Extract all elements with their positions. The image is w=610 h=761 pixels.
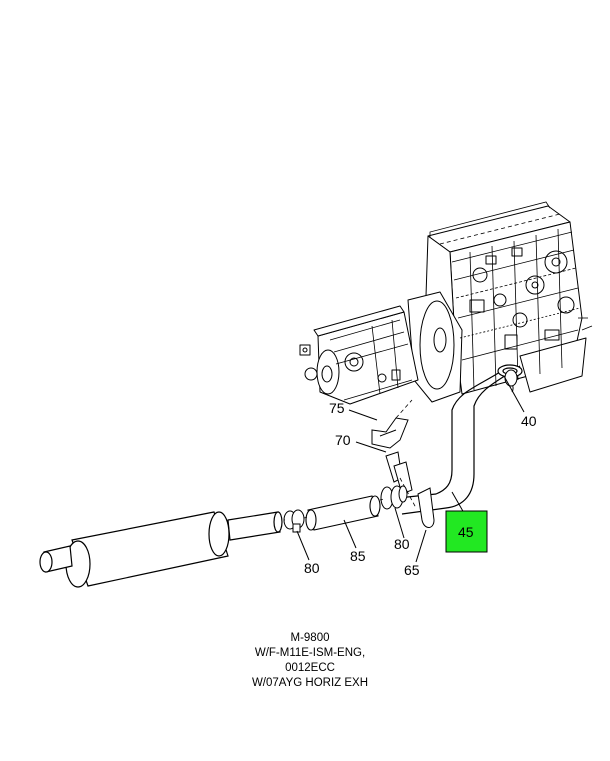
caption-line-1: M-9800: [290, 632, 330, 644]
leader-80-left: [296, 530, 310, 561]
muffler: [39, 511, 283, 588]
engine-detail-lines: [329, 201, 593, 401]
callout-85: 85: [350, 548, 366, 564]
leader-lines: [296, 375, 525, 563]
strap-65: [417, 487, 435, 528]
callout-75: 75: [329, 400, 345, 416]
clamp-40: [504, 369, 518, 387]
callout-80-right: 80: [394, 536, 410, 552]
callout-70: 70: [335, 432, 351, 448]
leader-70: [355, 441, 387, 453]
bracket-70: [385, 451, 413, 495]
caption-line-4: W/07AYG HORIZ EXH: [251, 677, 369, 689]
diagram-caption: M-9800 W/F-M11E-ISM-ENG, 0012ECC W/07AYG…: [205, 631, 415, 691]
leader-80-right: [394, 507, 405, 539]
clamp-80-left: [283, 509, 305, 533]
callout-80-left: 80: [304, 560, 320, 576]
engine-illustration: [299, 205, 587, 405]
caption-line-2: W/F-M11E-ISM-ENG,: [254, 647, 366, 659]
leader-40: [503, 375, 525, 413]
caption-line-3: 0012ECC: [285, 662, 335, 674]
pipe-85: [305, 495, 381, 531]
callout-65: 65: [404, 562, 420, 578]
callout-45: 45: [458, 524, 474, 540]
leader-75: [348, 409, 378, 421]
leader-65: [415, 529, 427, 563]
bracket-75: [371, 417, 409, 449]
clamp-80-right: [380, 485, 408, 510]
highlight-box-45: [445, 510, 488, 553]
callout-40: 40: [521, 413, 537, 429]
leader-85: [343, 519, 357, 549]
